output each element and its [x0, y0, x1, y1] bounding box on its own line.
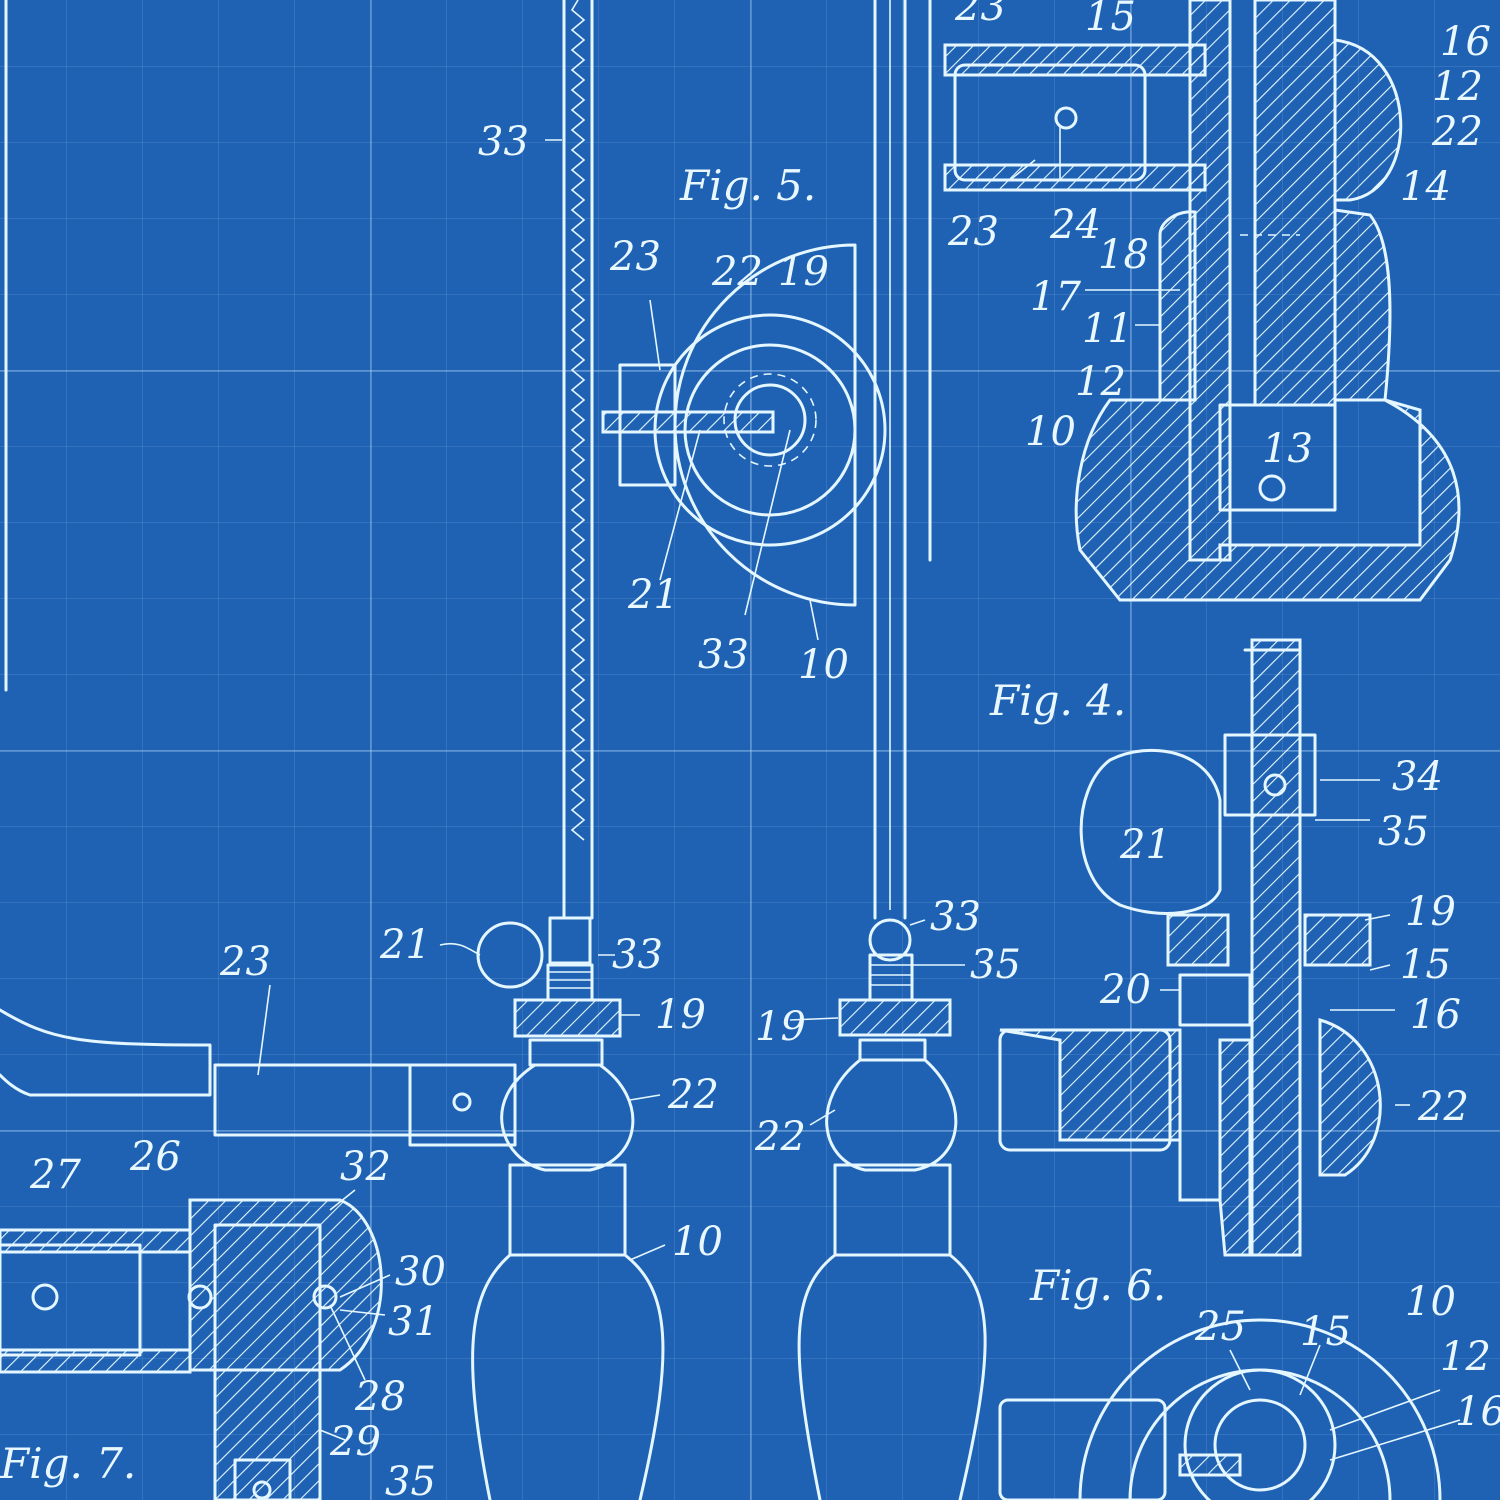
- label-22-fig5: 22: [711, 249, 763, 295]
- figure-5-drawing: [601, 243, 887, 641]
- label-17-mid: 17: [1030, 274, 1081, 320]
- label-35-fig7: 35: [385, 1459, 436, 1500]
- label-23-top: 23: [954, 0, 1006, 30]
- label-19-fig5: 19: [778, 249, 829, 295]
- label-31-fig7: 31: [388, 1299, 439, 1345]
- label-30-fig7: 30: [395, 1249, 446, 1295]
- label-12-top: 12: [1432, 64, 1483, 110]
- label-10-fig5: 10: [798, 642, 849, 688]
- label-23-mid: 23: [947, 209, 999, 255]
- label-22-left: 22: [667, 1072, 719, 1118]
- label-23-fig5: 23: [609, 234, 661, 280]
- label-18-mid: 18: [1098, 232, 1149, 278]
- label-35-fig4: 35: [1378, 809, 1429, 855]
- label-19-fig4: 19: [1405, 889, 1456, 935]
- label-21-left: 21: [379, 922, 431, 968]
- label-21-fig5: 21: [627, 572, 679, 618]
- fig5-title: Fig. 5.: [679, 161, 816, 210]
- label-33-fig5: 33: [698, 632, 749, 678]
- label-12-fig6: 12: [1440, 1334, 1491, 1380]
- label-20-fig4: 20: [1099, 967, 1151, 1013]
- label-15-fig4: 15: [1400, 942, 1451, 988]
- figure-6-drawing: [998, 1318, 1442, 1500]
- label-13-mid: 13: [1262, 426, 1313, 472]
- fig6-title: Fig. 6.: [1029, 1261, 1166, 1310]
- label-10-mid: 10: [1025, 409, 1076, 455]
- label-33-left: 33: [612, 932, 663, 978]
- left-saw-blade: [562, 0, 594, 920]
- label-25-fig6: 25: [1194, 1304, 1246, 1350]
- label-33-right: 33: [930, 894, 981, 940]
- label-34-fig4: 34: [1392, 754, 1443, 800]
- fig4-title: Fig. 4.: [989, 676, 1126, 725]
- label-15-fig6: 15: [1300, 1309, 1351, 1355]
- top-right-section-view: [943, 0, 1461, 602]
- label-14-top: 14: [1400, 164, 1451, 210]
- label-35-right: 35: [970, 942, 1021, 988]
- figure-7-drawing: [0, 1198, 383, 1500]
- label-12-mid: 12: [1075, 359, 1126, 405]
- label-22-right: 22: [754, 1114, 806, 1160]
- label-10-fig6: 10: [1405, 1279, 1456, 1325]
- label-28-fig7: 28: [354, 1374, 406, 1420]
- label-26-fig7: 26: [129, 1134, 181, 1180]
- label-19-right: 19: [755, 1004, 806, 1050]
- label-27-fig7: 27: [29, 1152, 81, 1198]
- label-16-fig4: 16: [1410, 992, 1461, 1038]
- label-22-top: 22: [1431, 109, 1483, 155]
- label-29-fig7: 29: [329, 1419, 381, 1465]
- label-10-left: 10: [672, 1219, 723, 1265]
- figure-4-drawing: [998, 638, 1382, 1257]
- right-saw-blade: [873, 0, 907, 920]
- label-32-fig7: 32: [340, 1144, 391, 1190]
- label-21-fig4: 21: [1119, 822, 1171, 868]
- label-24-mid: 24: [1049, 202, 1101, 248]
- label-15-top: 15: [1085, 0, 1136, 40]
- label-11-mid: 11: [1082, 306, 1133, 352]
- label-23-left: 23: [219, 939, 271, 985]
- label-16-fig6: 16: [1455, 1389, 1500, 1435]
- right-handle-assembly: [797, 918, 987, 1500]
- label-19-left: 19: [655, 992, 706, 1038]
- left-handle-assembly: [0, 916, 665, 1500]
- label-33-rod: 33: [478, 119, 529, 165]
- fig7-title: Fig. 7.: [0, 1439, 136, 1488]
- label-16-top: 16: [1440, 19, 1491, 65]
- leader-lines: [257, 125, 1461, 1461]
- label-22-fig4: 22: [1417, 1084, 1469, 1130]
- reference-numerals: 33 23 22 19 21 33 10 23 15 16 12 22 14 2…: [29, 0, 1500, 1500]
